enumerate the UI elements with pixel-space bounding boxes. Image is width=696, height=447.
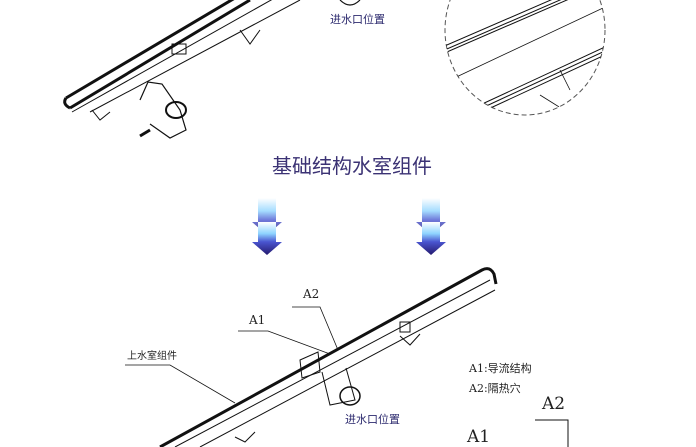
inlet-position-label-bottom: 进水口位置 — [345, 413, 400, 426]
arrow-down-right-icon — [416, 198, 446, 255]
legend-a1: A1:导流结构 — [469, 362, 532, 375]
top-rail-drawing — [63, 0, 361, 139]
label-upper-chamber: 上水室组件 — [127, 351, 177, 362]
bottom-rail-drawing — [125, 267, 569, 447]
label-a1: A1 — [249, 313, 266, 327]
label-a2: A2 — [303, 287, 320, 301]
section-title: 基础结构水室组件 — [272, 154, 432, 178]
legend-a2: A2:隔热穴 — [469, 382, 521, 395]
detail-label-a1: A1 — [467, 427, 491, 447]
detail-label-a2: A2 — [542, 394, 566, 414]
detail-magnifier — [444, 0, 606, 116]
arrow-down-left-icon — [252, 198, 282, 255]
inlet-position-label-top: 进水口位置 — [330, 13, 385, 26]
